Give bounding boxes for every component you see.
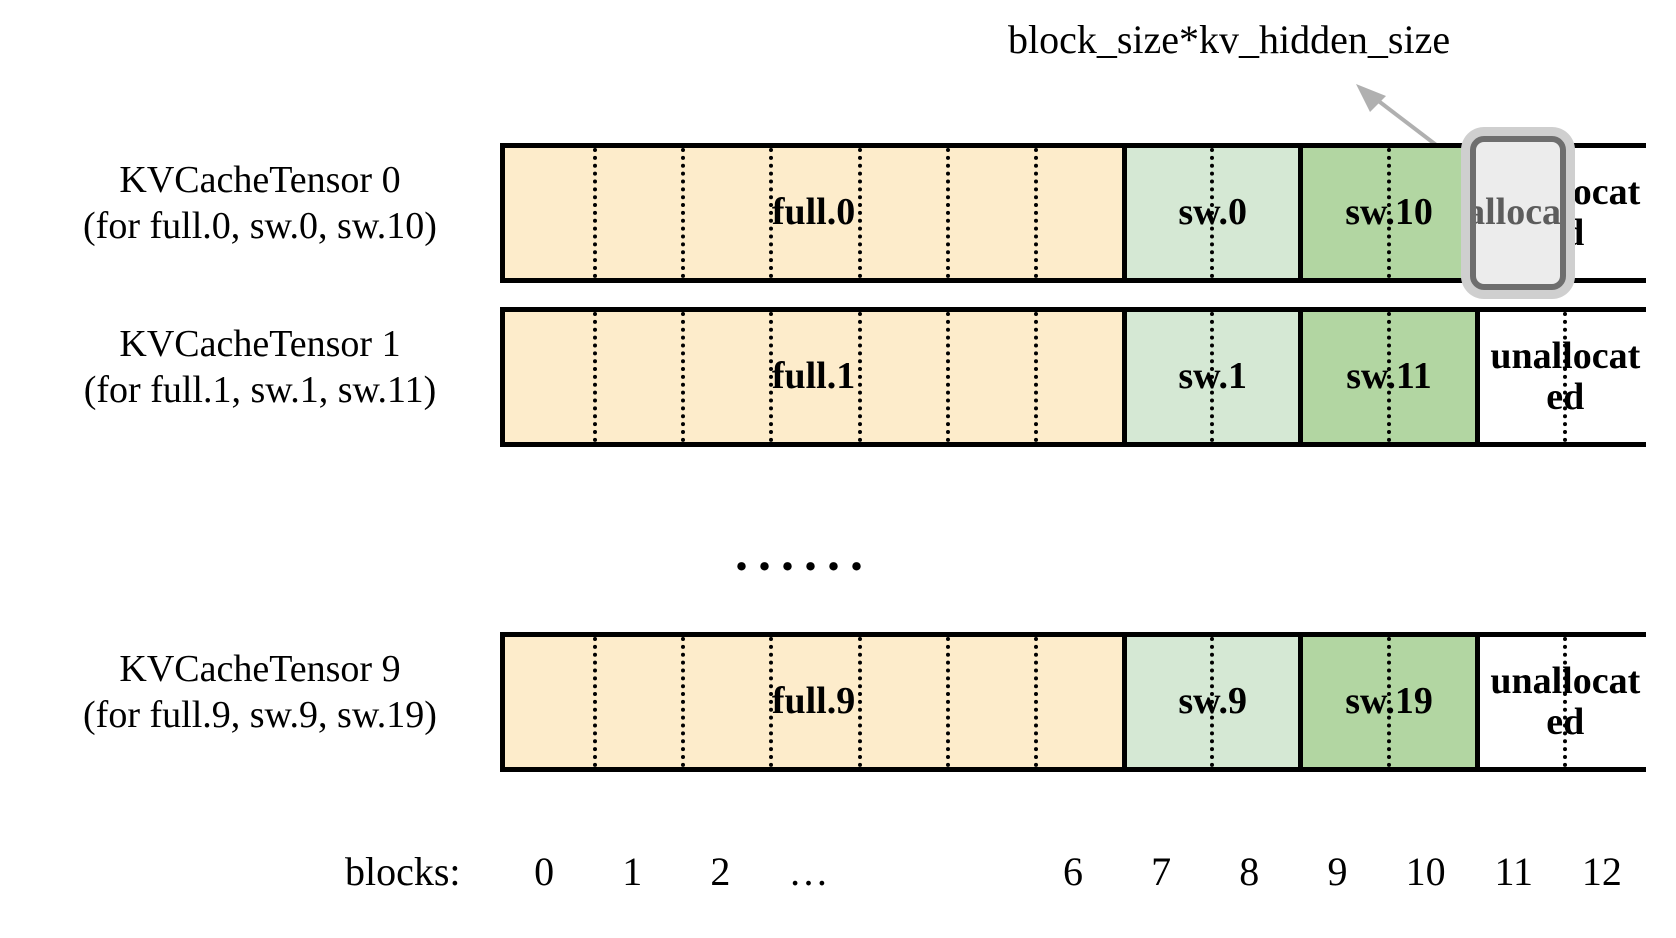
tensor-segment-sw-light[interactable]: sw.0 [1122, 148, 1299, 278]
tensor-segment-label: full.0 [771, 191, 856, 234]
block-divider [1210, 637, 1215, 767]
blocks-axis-tick: 0 [534, 849, 555, 894]
block-divider [769, 637, 774, 767]
tensor-segment-sw-light[interactable]: sw.1 [1122, 312, 1299, 442]
blocks-axis-title: blocks: [345, 849, 461, 894]
tensor-row-label: KVCacheTensor 9(for full.9, sw.9, sw.19) [25, 646, 495, 739]
block-divider [1386, 637, 1391, 767]
tensor-row-label-title: KVCacheTensor 9 [119, 648, 401, 690]
blocks-axis-tick: 8 [1239, 849, 1260, 894]
block-divider [681, 148, 686, 278]
tensor-segment-sw-light[interactable]: sw.9 [1122, 637, 1299, 767]
tensor-segment-full[interactable]: full.0 [505, 148, 1123, 278]
tensor-segment-full[interactable]: full.1 [505, 312, 1123, 442]
block-divider [1562, 637, 1567, 767]
block-divider [1386, 148, 1391, 278]
block-divider [769, 312, 774, 442]
blocks-axis-tick: 2 [710, 849, 731, 894]
blocks-axis-tick: 7 [1151, 849, 1172, 894]
blocks-axis-tick: 12 [1581, 849, 1622, 894]
tensor-segment-sw-dark[interactable]: sw.19 [1298, 637, 1475, 767]
block-divider [769, 148, 774, 278]
block-divider [681, 637, 686, 767]
rows-continuation-ellipsis: ...... [735, 525, 873, 582]
block-divider [945, 637, 950, 767]
blocks-axis-tick: 9 [1327, 849, 1348, 894]
tensor-segment-sw-dark[interactable]: sw.11 [1298, 312, 1475, 442]
annotation-label: block_size*kv_hidden_size [1008, 17, 1451, 62]
blocks-axis-tick: 6 [1063, 849, 1083, 894]
tensor-segment-unallocated[interactable]: unallocated [1474, 637, 1651, 767]
block-divider [1033, 637, 1038, 767]
tensor-segment-full[interactable]: full.9 [505, 637, 1123, 767]
block-divider [1210, 148, 1215, 278]
block-divider [945, 312, 950, 442]
blocks-axis-tick: … [788, 849, 829, 894]
tensor-row-label-title: KVCacheTensor 1 [119, 323, 401, 365]
tensor-row-label-title: KVCacheTensor 0 [119, 159, 401, 201]
blocks-axis-tick: 11 [1494, 849, 1534, 894]
block-divider [945, 148, 950, 278]
tensor-row-label-subtitle: (for full.0, sw.0, sw.10) [83, 205, 437, 248]
block-divider [593, 312, 598, 442]
block-divider [857, 312, 862, 442]
tensor-segment-label: full.9 [771, 680, 856, 723]
tensor-row-label-subtitle: (for full.9, sw.9, sw.19) [83, 694, 437, 737]
block-divider [857, 148, 862, 278]
tensor-row-label: KVCacheTensor 0(for full.0, sw.0, sw.10) [25, 157, 495, 250]
blocks-axis-tick: 10 [1405, 849, 1446, 894]
tensor-segment-unallocated[interactable]: unallocated [1474, 312, 1651, 442]
block-divider [681, 312, 686, 442]
block-divider [593, 637, 598, 767]
tensor-segment-sw-dark[interactable]: sw.10 [1298, 148, 1475, 278]
tensor-segment-label: full.1 [771, 355, 856, 398]
block-divider [593, 148, 598, 278]
block-divider [1386, 312, 1391, 442]
block-divider [1033, 148, 1038, 278]
block-divider [857, 637, 862, 767]
blocks-axis-tick: 1 [622, 849, 643, 894]
block-divider [1210, 312, 1215, 442]
tensor-row-label-subtitle: (for full.1, sw.1, sw.11) [83, 369, 437, 412]
block-divider [1562, 312, 1567, 442]
block-divider [1033, 312, 1038, 442]
tensor-row-label: KVCacheTensor 1(for full.1, sw.1, sw.11) [25, 321, 495, 414]
highlight-callout[interactable]: unallocated [1469, 136, 1566, 290]
